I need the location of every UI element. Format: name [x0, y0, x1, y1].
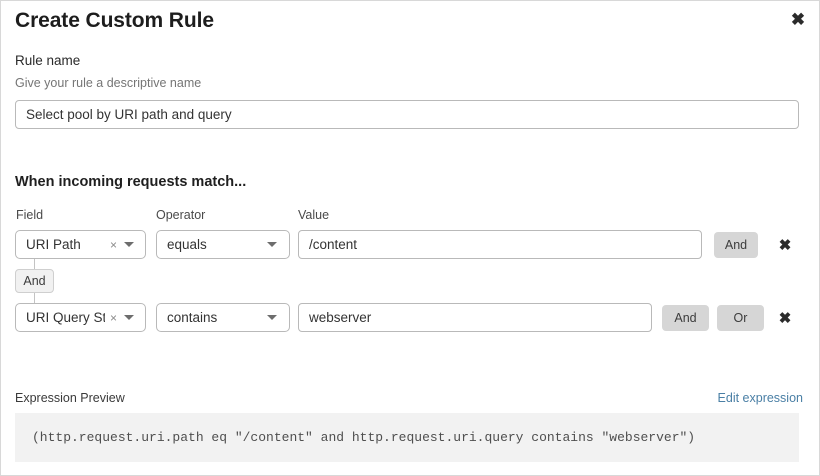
group-connector-and-badge[interactable]: And	[15, 269, 54, 293]
page-title: Create Custom Rule	[15, 9, 214, 32]
chevron-down-icon	[267, 242, 277, 247]
connector-line-bottom	[34, 293, 35, 303]
operator-select-row-1-value: equals	[167, 237, 207, 252]
expression-preview-code: (http.request.uri.path eq "/content" and…	[15, 413, 799, 462]
field-select-row-1[interactable]: URI Path ×	[15, 230, 146, 259]
expression-preview-label: Expression Preview	[15, 391, 125, 405]
operator-select-row-1[interactable]: equals	[156, 230, 290, 259]
rule-name-help-text: Give your rule a descriptive name	[15, 76, 202, 90]
and-button-row-2[interactable]: And	[662, 305, 709, 331]
column-header-field: Field	[16, 208, 44, 222]
field-select-row-2-value: URI Query St...	[26, 310, 105, 325]
edit-expression-link[interactable]: Edit expression	[717, 391, 803, 405]
or-button-row-2[interactable]: Or	[717, 305, 764, 331]
value-input-row-2[interactable]	[298, 303, 652, 332]
clear-icon[interactable]: ×	[109, 310, 117, 325]
close-icon[interactable]: ✖	[790, 9, 806, 29]
connector-line-top	[34, 259, 35, 270]
remove-condition-row-1-icon[interactable]: ✖	[778, 236, 792, 254]
chevron-down-icon	[124, 242, 134, 247]
column-header-operator: Operator	[156, 208, 206, 222]
match-section-heading: When incoming requests match...	[15, 174, 247, 190]
remove-condition-row-2-icon[interactable]: ✖	[778, 309, 792, 327]
column-header-value: Value	[298, 208, 330, 222]
operator-select-row-2[interactable]: contains	[156, 303, 290, 332]
chevron-down-icon	[267, 315, 277, 320]
chevron-down-icon	[124, 315, 134, 320]
field-select-row-2[interactable]: URI Query St... ×	[15, 303, 146, 332]
field-select-row-1-value: URI Path	[26, 237, 81, 252]
rule-name-input[interactable]	[15, 100, 799, 129]
operator-select-row-2-value: contains	[167, 310, 218, 325]
clear-icon[interactable]: ×	[109, 237, 117, 252]
value-input-row-1[interactable]	[298, 230, 702, 259]
rule-name-label: Rule name	[15, 53, 81, 68]
and-button-row-1[interactable]: And	[714, 232, 758, 258]
